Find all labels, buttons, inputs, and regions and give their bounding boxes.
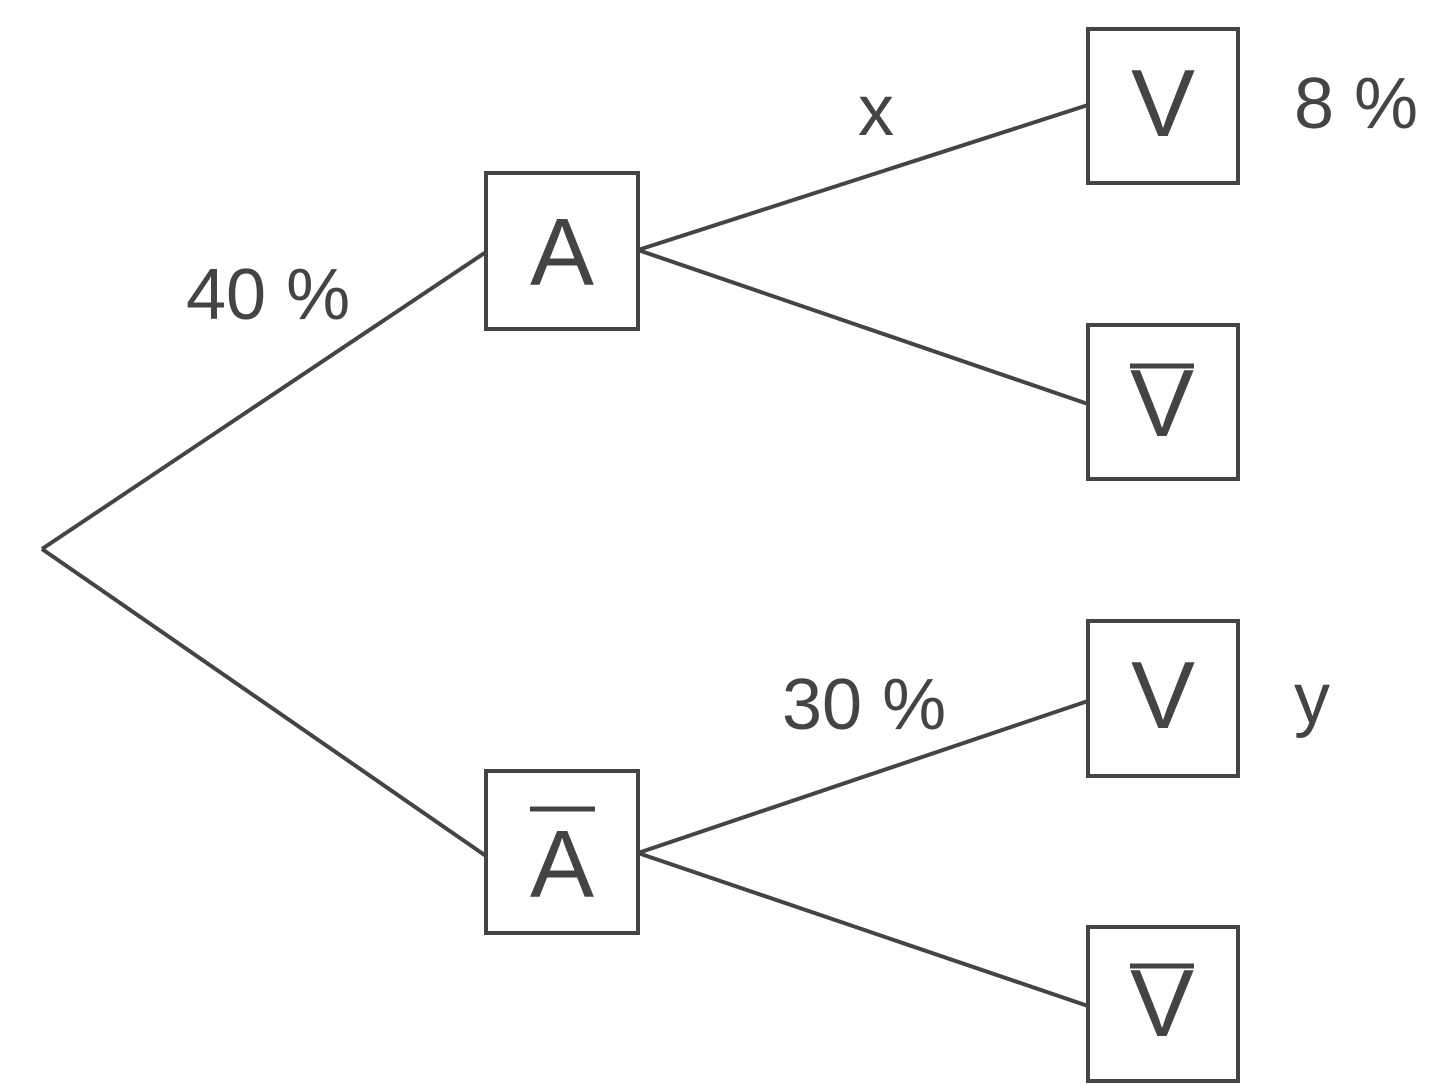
node-a: A bbox=[484, 171, 640, 331]
edge-label-a-to-v: x bbox=[858, 71, 894, 151]
node-a-v-bar: V bbox=[1086, 323, 1240, 481]
edge-label-a-bar-to-v: 30 % bbox=[782, 665, 946, 745]
node-a-bar-label: A bbox=[530, 811, 594, 918]
edge-label-root-to-a: 40 % bbox=[186, 255, 350, 335]
leaf-label-a-v: 8 % bbox=[1294, 64, 1418, 144]
node-a-v: V bbox=[1086, 27, 1240, 185]
node-a-bar-v-label: V bbox=[1131, 642, 1195, 749]
node-a-v-bar-label: V bbox=[1130, 350, 1194, 457]
node-a-bar-v-bar: V bbox=[1086, 925, 1240, 1083]
node-a-label: A bbox=[530, 199, 594, 306]
node-a-bar-v-bar-label: V bbox=[1130, 950, 1194, 1057]
node-a-v-label: V bbox=[1131, 50, 1195, 157]
edge-root-to-a bbox=[40, 250, 488, 551]
leaf-label-a-bar-v: y bbox=[1294, 659, 1330, 739]
edge-a-bar-to-v bbox=[637, 699, 1089, 855]
node-a-bar: A bbox=[484, 769, 640, 935]
edge-a-to-v-bar bbox=[637, 248, 1089, 406]
node-a-bar-v: V bbox=[1086, 619, 1240, 778]
edge-root-to-a-bar bbox=[40, 547, 488, 858]
edge-a-bar-to-v-bar bbox=[637, 851, 1089, 1008]
edge-a-to-v bbox=[637, 103, 1089, 252]
